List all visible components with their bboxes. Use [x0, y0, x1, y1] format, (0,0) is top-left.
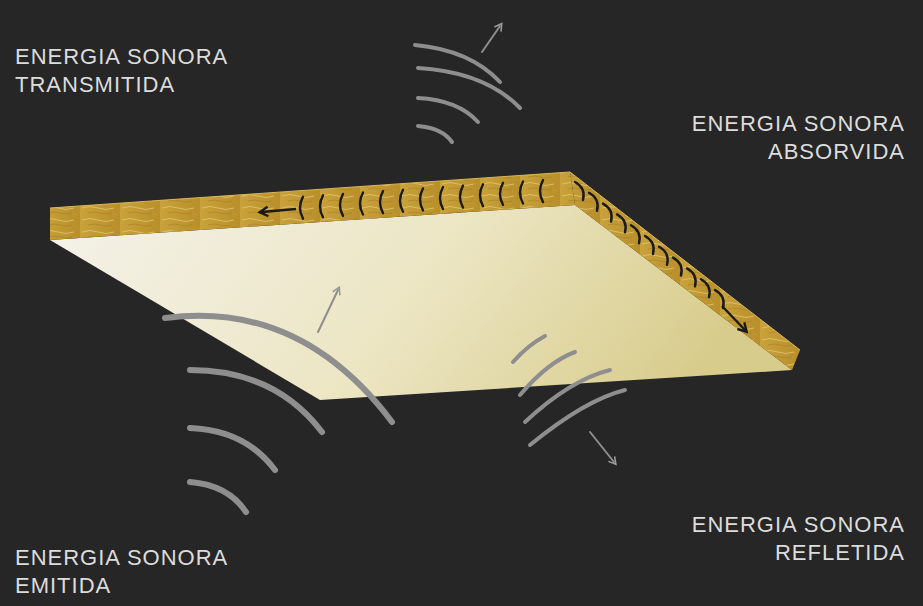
wave-label: ENERGIA SONORA TRANSMITIDA: [15, 43, 265, 99]
wave-label: ENERGIA SONORA ABSORVIDA: [655, 110, 905, 166]
panel-side-edge: [570, 172, 800, 370]
wave-label: ENERGIA SONORA EMITIDA: [15, 544, 265, 600]
glass-wool-panel: [50, 172, 800, 400]
panel-underside: [50, 205, 792, 400]
absorbed-wave-marks: [262, 180, 745, 330]
reflected-waves: [513, 336, 625, 462]
emitted-waves: [165, 290, 392, 512]
wave-label: ENERGIA SONORA REFLETIDA: [655, 511, 905, 567]
transmitted-waves: [415, 26, 520, 142]
panel-front-edge: [50, 172, 575, 240]
